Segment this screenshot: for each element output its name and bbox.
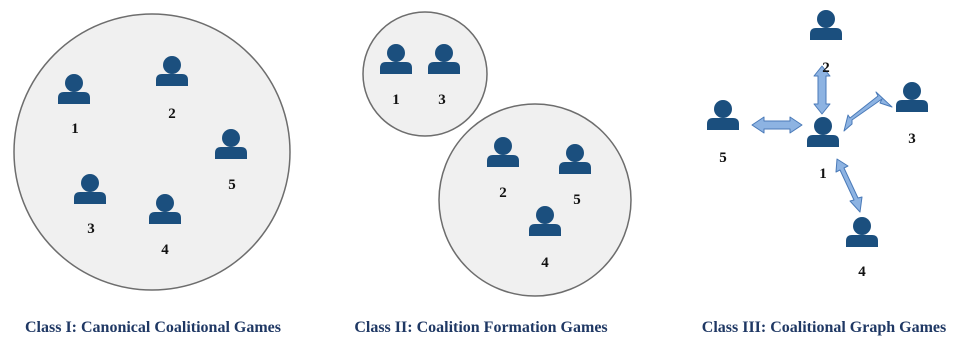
class3-panel: 2 3 5 1 4 Class III: Coalitional Graph G…	[702, 10, 946, 336]
class1-caption: Class I: Canonical Coalitional Games	[25, 319, 281, 336]
class3-player-5: 5	[707, 100, 739, 166]
person-icon	[707, 100, 739, 130]
player-label: 3	[908, 131, 916, 147]
class1-panel: 1 2 5 3 4 Class I: Canonical Coalitional…	[13, 13, 291, 336]
class3-player-1: 1	[807, 117, 839, 182]
class3-player-4: 4	[846, 217, 878, 280]
class3-caption: Class III: Coalitional Graph Games	[702, 319, 946, 336]
class2-player-5: 5	[559, 144, 591, 208]
class1-player-1: 1	[58, 74, 90, 137]
player-label: 3	[87, 221, 95, 237]
class1-coalition-circle	[13, 13, 291, 291]
person-icon	[896, 82, 928, 112]
class2-coalition-b-circle	[438, 103, 632, 297]
player-label: 4	[541, 255, 549, 271]
player-label: 5	[719, 150, 727, 166]
class1-player-2: 2	[156, 56, 188, 122]
player-label: 5	[228, 177, 236, 193]
person-icon	[810, 10, 842, 40]
double-headed-arrow-icon	[843, 91, 893, 132]
class2-player-2: 2	[487, 137, 519, 201]
class2-player-1: 1	[380, 44, 412, 108]
class2-caption: Class II: Coalition Formation Games	[354, 319, 607, 336]
class2-panel: 1 3 2 5 4 Class II: Coalition Formation …	[354, 11, 632, 336]
player-label: 1	[819, 166, 827, 182]
person-icon	[846, 217, 878, 247]
player-label: 1	[71, 121, 79, 137]
player-label: 2	[822, 60, 830, 76]
player-label: 3	[438, 92, 446, 108]
player-label: 4	[161, 242, 169, 258]
class2-player-3: 3	[428, 44, 460, 108]
class3-player-2: 2	[810, 10, 842, 76]
class2-coalition-a-circle	[362, 11, 488, 137]
player-label: 2	[168, 106, 176, 122]
double-headed-arrow-icon	[813, 65, 831, 115]
double-headed-arrow-icon	[835, 158, 863, 213]
double-headed-arrow-icon	[751, 116, 803, 134]
player-label: 2	[499, 185, 507, 201]
class3-player-3: 3	[896, 82, 928, 147]
player-label: 5	[573, 192, 581, 208]
player-label: 4	[858, 264, 866, 280]
class1-player-3: 3	[74, 174, 106, 237]
class1-player-4: 4	[149, 194, 181, 258]
person-icon	[807, 117, 839, 147]
class1-player-5: 5	[215, 129, 247, 193]
player-label: 1	[392, 92, 400, 108]
class2-player-4: 4	[529, 206, 561, 271]
